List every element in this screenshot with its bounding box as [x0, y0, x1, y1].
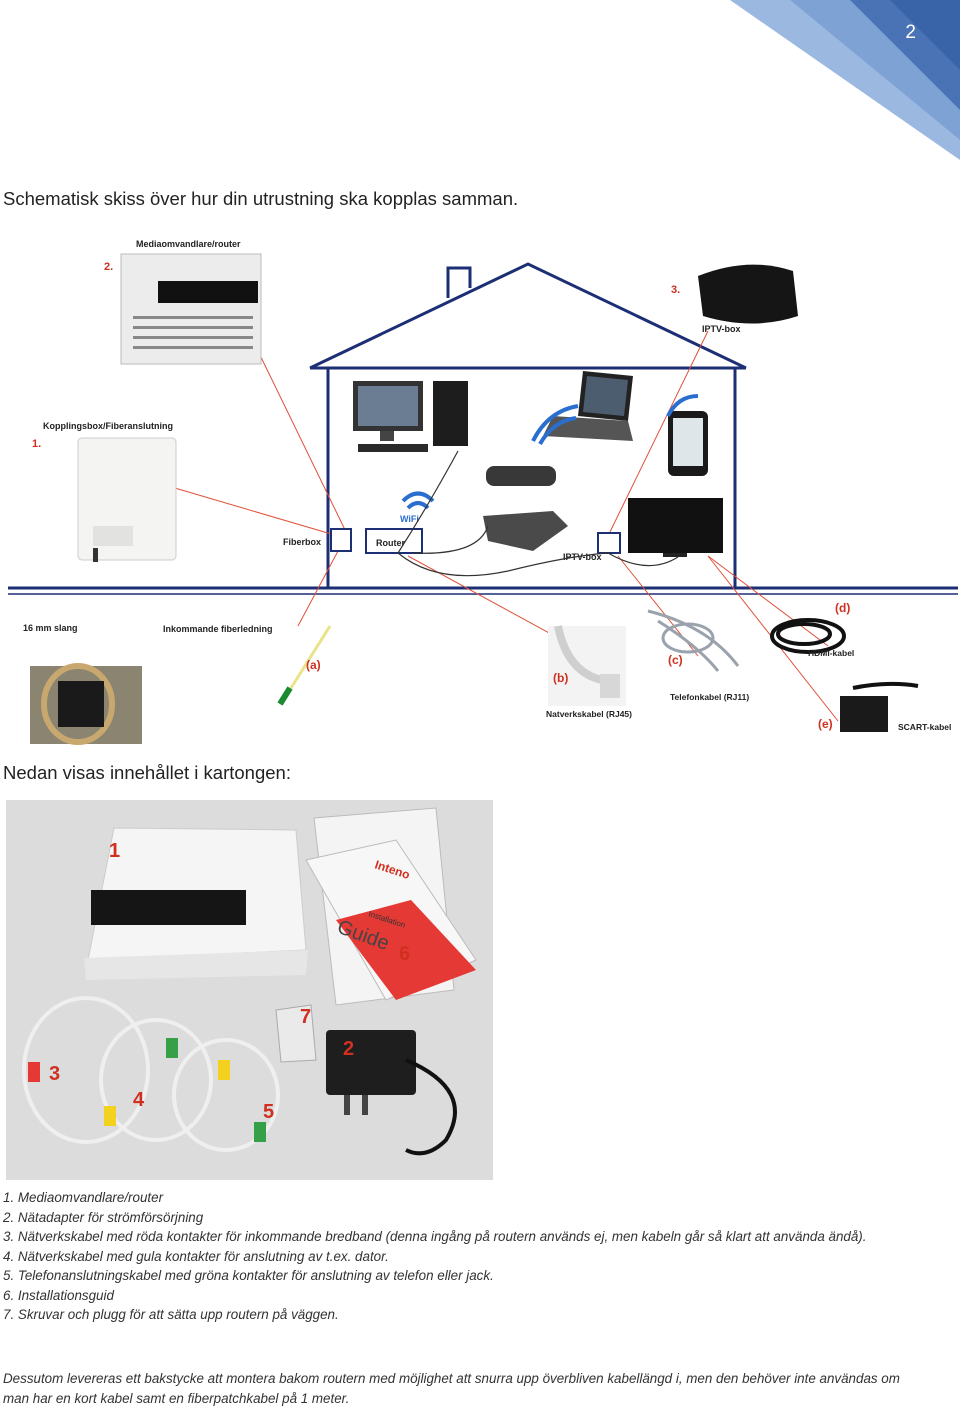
desk-phone-image	[483, 466, 568, 551]
svg-text:(a): (a)	[306, 658, 321, 672]
mobile-phone-image	[668, 411, 708, 476]
hdmi-cable-image	[770, 618, 846, 654]
svg-text:4: 4	[133, 1089, 145, 1111]
svg-text:1: 1	[109, 840, 120, 862]
laptop-image	[543, 371, 633, 441]
svg-text:16 mm slang: 16 mm slang	[23, 623, 78, 633]
iptv-top-label: IPTV-box	[702, 324, 741, 334]
fiberbox-image	[77, 437, 177, 562]
list-item: 2. Nätadapter för strömförsörjning	[3, 1209, 204, 1225]
house-outline	[309, 262, 747, 588]
network-cable-image	[548, 625, 626, 706]
router-unit-image	[84, 827, 308, 980]
svg-text:5: 5	[263, 1101, 274, 1123]
contents-heading: Nedan visas innehållet i kartongen:	[3, 762, 291, 783]
page-number: 2	[905, 22, 916, 43]
scart-cable-image	[840, 681, 919, 732]
svg-text:Telefonkabel (RJ11): Telefonkabel (RJ11)	[670, 692, 749, 702]
list-item: 3. Nätverkskabel med röda kontakter för …	[3, 1229, 867, 1244]
box-contents-photo: Inteno Installation Guide	[6, 800, 493, 1180]
television-image	[628, 498, 723, 557]
list-item: 7. Skruvar och plugg för att sätta upp r…	[3, 1307, 339, 1322]
list-item: 4. Nätverkskabel med gula kontakter för …	[3, 1248, 389, 1264]
svg-text:2.: 2.	[104, 261, 113, 273]
connection-diagram: Mediaomvandlare/router 2. Kopplingsbox/F…	[8, 226, 958, 746]
svg-text:WiFi: WiFi	[400, 514, 419, 524]
corner-decoration	[730, 0, 960, 160]
schematic-heading: Schematisk skiss över hur din utrustning…	[3, 188, 519, 209]
svg-text:2: 2	[343, 1038, 354, 1060]
list-item: 5. Telefonanslutningskabel med gröna kon…	[3, 1268, 494, 1283]
router-marker	[365, 528, 423, 554]
desktop-computer-image	[353, 381, 468, 452]
power-adapter-image	[326, 1030, 457, 1156]
svg-text:3.: 3.	[671, 284, 680, 296]
fiberbox-top-label: Kopplingsbox/Fiberanslutning	[43, 421, 173, 431]
list-item: 6. Installationsguid	[3, 1287, 114, 1303]
screws-bag-image	[275, 1004, 317, 1063]
svg-text:IPTV-box: IPTV-box	[563, 552, 602, 562]
iptv-box-image	[698, 264, 798, 324]
svg-text:Router: Router	[376, 538, 405, 548]
svg-text:Fiberbox: Fiberbox	[283, 537, 321, 547]
svg-text:7: 7	[300, 1006, 311, 1028]
cable-coils-image	[22, 996, 280, 1152]
fiberbox-marker	[330, 528, 352, 552]
list-item: 1. Mediaomvandlare/router	[3, 1190, 164, 1205]
svg-text:1.: 1.	[32, 438, 41, 450]
svg-text:Natverkskabel (RJ45): Natverkskabel (RJ45)	[546, 709, 632, 719]
svg-text:(b): (b)	[553, 671, 568, 685]
fiber-cable-image	[277, 625, 332, 706]
svg-text:HDMI-kabel: HDMI-kabel	[808, 648, 854, 658]
contents-list: 1. Mediaomvandlare/router 2. Nätadapter …	[3, 1188, 903, 1325]
footnote: Dessutom levereras ett bakstycke att mon…	[3, 1371, 900, 1406]
svg-text:Inkommande fiberledning: Inkommande fiberledning	[163, 624, 273, 634]
svg-text:(c): (c)	[668, 653, 683, 667]
router-top-label: Mediaomvandlare/router	[136, 239, 241, 249]
iptv-marker	[597, 532, 621, 554]
phone-cable-image	[647, 609, 740, 672]
hose-reel-image	[30, 663, 142, 745]
svg-text:3: 3	[49, 1063, 60, 1085]
svg-text:6: 6	[399, 943, 410, 965]
svg-text:(d): (d)	[835, 601, 850, 615]
svg-text:SCART-kabel: SCART-kabel	[898, 722, 951, 732]
router-image	[120, 253, 262, 365]
cable-router-label	[257, 350, 349, 537]
svg-text:(e): (e)	[818, 717, 833, 731]
